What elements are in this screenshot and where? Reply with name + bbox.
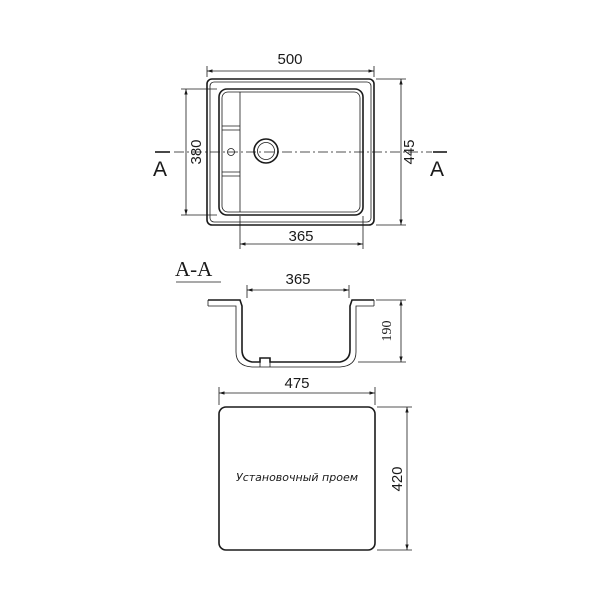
dimension-bowl-height-380: 380 [181, 88, 217, 216]
dimension-height-445: 445 [376, 78, 418, 226]
dimension-bowl-width-365: 365 [239, 216, 364, 249]
svg-text:420: 420 [389, 466, 406, 491]
section-mark-left: A [153, 158, 167, 181]
dimension-width-500: 500 [206, 51, 375, 77]
svg-text:365: 365 [285, 271, 310, 288]
svg-text:445: 445 [401, 139, 418, 164]
cutout-outline [218, 406, 376, 551]
drain-hole [253, 138, 279, 164]
dimension-section-depth-190: 190 [358, 299, 406, 363]
section-mark-right: A [430, 158, 444, 181]
svg-text:380: 380 [188, 139, 205, 164]
drain-shelf [222, 92, 241, 212]
svg-text:365: 365 [288, 228, 313, 245]
cutout-caption: Установочный проем [236, 471, 358, 484]
dimension-section-width-365: 365 [246, 271, 350, 298]
section-profile [208, 299, 374, 363]
section-view: A-A 365 190 [175, 257, 406, 368]
dimension-cutout-width-475: 475 [218, 375, 376, 405]
svg-text:190: 190 [380, 321, 395, 342]
dimension-cutout-height-420: 420 [377, 406, 412, 551]
svg-text:500: 500 [277, 51, 302, 68]
cutout-view: Установочный проем 475 420 [218, 375, 412, 551]
svg-text:475: 475 [284, 375, 309, 392]
section-title: A-A [175, 257, 213, 281]
top-view: A A 500 445 380 365 [153, 51, 447, 249]
